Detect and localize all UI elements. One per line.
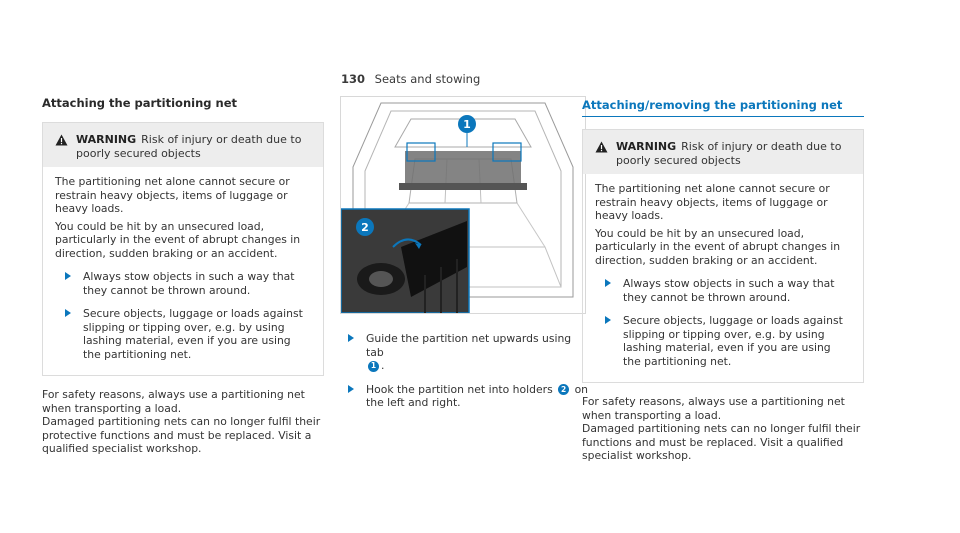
arrow-right-icon: [348, 334, 354, 342]
warning-body: The partitioning net alone cannot secure…: [43, 167, 323, 375]
warning-heading: Risk of injury or death due to poorly se…: [616, 140, 842, 167]
list-item: Secure objects, luggage or loads against…: [605, 314, 851, 368]
paragraph: For safety reasons, always use a partiti…: [42, 388, 305, 415]
badge-2: 2: [558, 384, 570, 395]
arrow-right-icon: [348, 384, 354, 393]
warning-label: WARNING: [616, 140, 677, 153]
warning-body: The partitioning net alone cannot secure…: [583, 174, 863, 382]
paragraph: For safety reasons, always use a partiti…: [582, 395, 845, 422]
paragraph: Damaged partitioning nets can no longer …: [42, 415, 321, 455]
warning-text: You could be hit by an unsecured load, p…: [55, 219, 301, 260]
section-title: Attaching the partitioning net: [42, 96, 237, 110]
warning-text: You could be hit by an unsecured load, p…: [595, 226, 841, 267]
partition-net-illustration: 1 2: [340, 96, 586, 314]
warning-text: The partitioning net alone cannot secure…: [595, 182, 830, 222]
section-name: Seats and stowing: [374, 72, 481, 86]
page-number: 130: [341, 72, 366, 86]
arrow-right-icon: [65, 272, 71, 280]
warning-text: The partitioning net alone cannot secure…: [55, 175, 290, 215]
warning-triangle-icon: [55, 134, 68, 146]
right-column: Attaching/removing the partitioning net …: [582, 96, 864, 463]
section-title: Attaching/removing the partitioning net: [582, 98, 864, 117]
paragraph: Damaged partitioning nets can no longer …: [582, 422, 861, 462]
arrow-right-icon: [605, 279, 611, 287]
badge-1: 1: [368, 360, 379, 372]
arrow-right-icon: [65, 309, 71, 317]
list-item: Hook the partition net into holders 2 on…: [348, 383, 590, 410]
arrow-right-icon: [605, 316, 611, 324]
warning-triangle-icon: [595, 141, 608, 153]
list-item: Guide the partition net upwards using ta…: [348, 332, 590, 373]
list-item: Secure objects, luggage or loads against…: [65, 307, 311, 361]
callout-2-label: 2: [361, 221, 369, 234]
callout-1-label: 1: [463, 118, 471, 131]
list-item: Always stow objects in such a way that t…: [605, 277, 851, 304]
page-header: 130 Seats and stowing: [341, 72, 480, 86]
warning-label: WARNING: [76, 133, 137, 146]
list-item: Always stow objects in such a way that t…: [65, 270, 311, 297]
warning-heading: Risk of injury or death due to poorly se…: [76, 133, 302, 160]
trunk-illustration: 1 2: [340, 102, 574, 314]
instruction-steps: Guide the partition net upwards using ta…: [340, 322, 590, 414]
